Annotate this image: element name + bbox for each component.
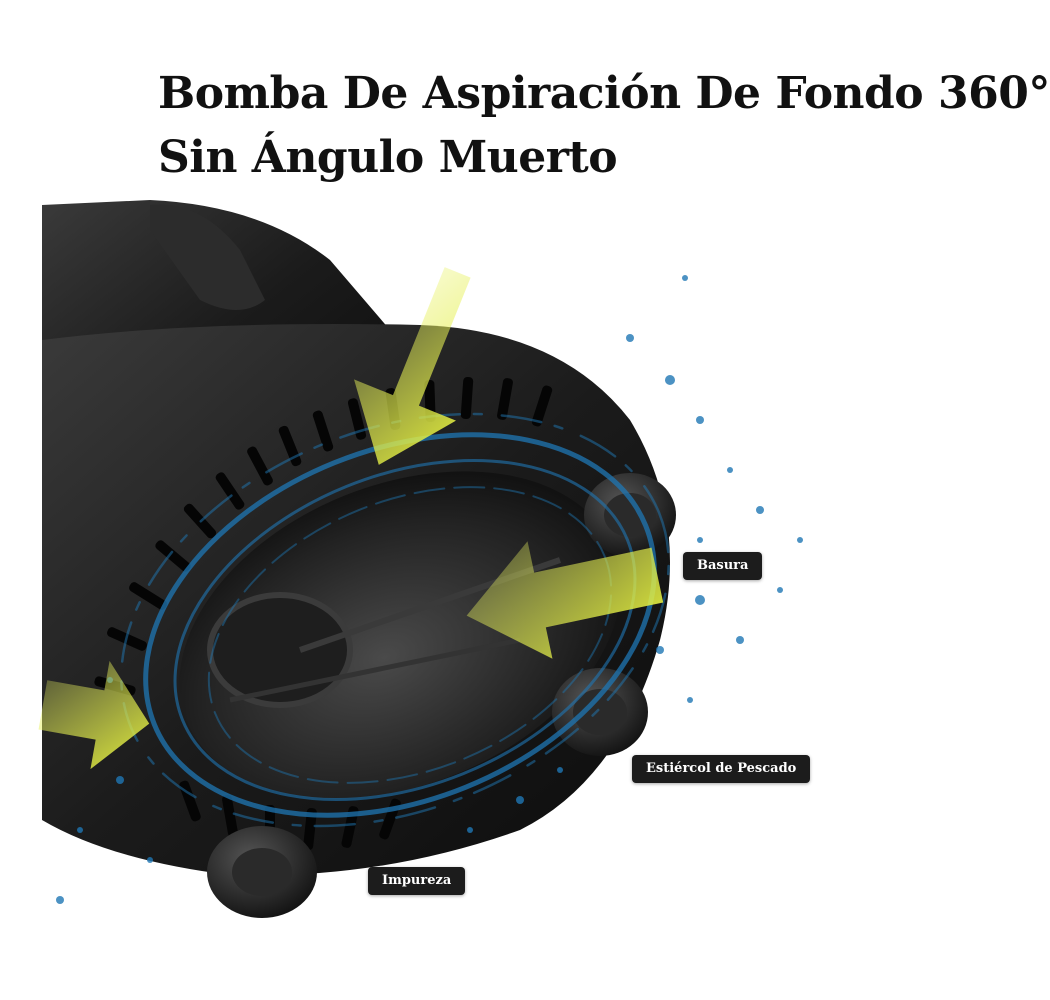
- pump-illustration: [38, 200, 803, 918]
- label-basura: Basura: [683, 552, 763, 580]
- title-line-1: Bomba De Aspiración De Fondo 360°: [158, 68, 1050, 119]
- label-estiercol: Estiércol de Pescado: [632, 755, 811, 783]
- water-droplets: [56, 275, 803, 904]
- pump-top-bump: [150, 204, 265, 310]
- suction-cup: [552, 668, 648, 756]
- suction-cup: [207, 826, 317, 918]
- impeller-core: [207, 592, 353, 708]
- suction-arrow-icon: [354, 267, 471, 465]
- suction-cup: [584, 473, 676, 557]
- suction-arrow-icon: [466, 541, 664, 659]
- intake-opening: [179, 471, 621, 799]
- inner-rib: [229, 637, 521, 703]
- page-title: Bomba De Aspiración De Fondo 360° Sin Án…: [158, 62, 1050, 190]
- title-line-2: Sin Ángulo Muerto: [158, 132, 618, 183]
- suction-arrow-icon: [38, 660, 150, 770]
- label-impureza: Impureza: [368, 867, 466, 895]
